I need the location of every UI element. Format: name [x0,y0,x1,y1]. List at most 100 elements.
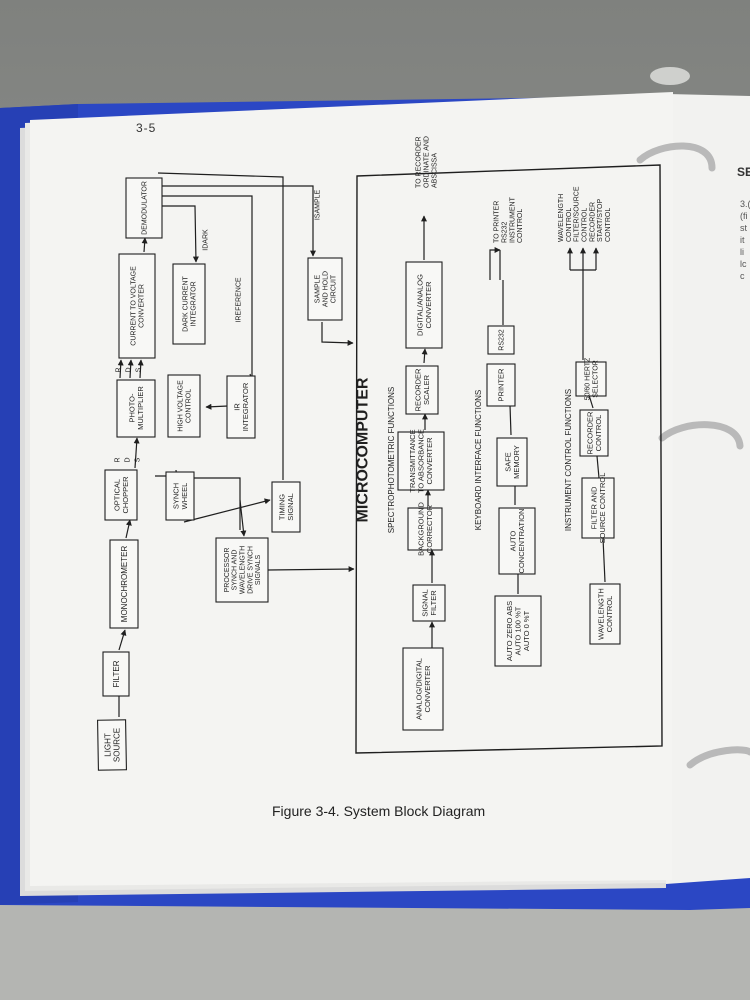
label-synch-wheel-line: SYNCH [171,483,180,509]
facing-page-title: SE [737,165,750,179]
label-signal-s-line: S [135,367,142,372]
block-current-to-voltage [118,253,156,359]
label-recorder-scaler-line: RECORDER [413,368,422,412]
facing-page-fragment: li [740,247,744,257]
block-auto-zero [494,595,542,667]
label-wavelength-control-line: CONTROL [605,596,614,633]
label-signal-d-2-line: D [124,457,131,462]
block-light-source [97,719,127,771]
block-synch-wheel [165,471,195,521]
label-i-reference-line: IREFERENCE [235,277,242,322]
block-demodulator [125,177,163,239]
label-auto-zero-line: AUTO ZERO ABS [505,601,514,661]
label-signal-s-2-line: S [134,457,141,462]
label-dark-current-integrator-line: DARK CURRENT [183,275,190,331]
label-signal-s: S [135,367,142,372]
label-auto-concentration-line: AUTO [508,530,517,551]
block-wavelength-control [589,583,621,645]
label-signal-d-line: D [125,367,132,372]
label-photomultiplier-line: MULTIPLIER [136,386,145,430]
label-light-source-line: LIGHT [103,733,112,757]
label-signal-filter-line: SIGNAL [420,589,429,617]
label-timing-signal-line: SIGNAL [286,493,295,521]
facing-page [666,94,750,884]
block-auto-concentration [498,507,536,575]
label-auto-zero-line: AUTO 0 %T [522,610,531,651]
label-signal-d-2: D [124,457,131,462]
block-da-converter [405,261,443,349]
label-recorder-scaler-line: SCALER [422,374,431,405]
label-printer-line: PRINTER [497,368,506,402]
microcomputer-frame [355,164,663,754]
label-printer-output-line: TO PRINTER [494,201,501,243]
block-processor-synch [215,537,269,603]
facing-page-fragment: (fi [740,211,748,221]
block-hertz-selector [575,361,607,397]
block-filter [102,651,130,697]
label-background-corrector-line: BACKGROUND [416,502,425,556]
keyboard-heading-line: KEYBOARD INTERFACE FUNCTIONS [474,390,483,530]
facing-page-fragment: 3.( [740,199,750,209]
instrument-heading-line: INSTRUMENT CONTROL FUNCTIONS [564,389,573,531]
block-high-voltage-control [167,374,201,438]
spectro-heading-line: SPECTROPHOTOMETRIC FUNCTIONS [387,387,396,534]
label-timing-signal-line: TIMING [277,494,286,520]
block-background-corrector [407,507,443,551]
block-monochrometer [109,539,139,629]
label-transmittance-converter-line: TRANSMITTANCE [408,429,417,492]
label-demodulator: DEMODULATOR [141,181,148,235]
label-ad-converter-line: ANALOG/DIGITAL [414,658,423,720]
label-recorder-output-line: ORDINATE AND [423,136,430,188]
label-printer-output-line: INSTRUMENT [509,196,516,243]
label-transmittance-converter-line: TO ABSORBANCE [417,429,426,493]
label-filter-source-control-line: FILTER AND [589,486,598,529]
label-recorder-control-line: RECORDER [585,411,594,455]
label-instrument-output-line: CONTROL [566,208,573,242]
label-filter-line: FILTER [112,660,121,687]
label-recorder-output-line: ABSCISSA [431,153,438,188]
label-rs232-line: RS232 [498,329,505,351]
label-processor-synch-line: PROCESSOR [224,548,231,593]
label-hertz-selector-line: 50/60 HERTZ [585,357,592,400]
facing-page-fragment: st [740,223,748,233]
label-rs232: RS232 [498,329,505,351]
block-dark-current-integrator [172,263,206,345]
block-printer [486,363,516,407]
binder-rings [636,142,750,769]
page-number: 3-5 [136,121,157,135]
label-filter-source-control-line: SOURCE CONTROL [598,473,607,544]
label-ir-integrator-line: IR [232,403,241,411]
instrument-heading: INSTRUMENT CONTROL FUNCTIONS [564,389,573,531]
label-processor-synch-line: WAVELENGTH [239,546,246,594]
label-demodulator-line: DEMODULATOR [141,181,148,235]
label-optical-chopper-line: OPTICAL [112,479,121,511]
label-signal-r-line: R [115,367,122,372]
label-background-corrector-line: CORRECTOR [425,504,434,553]
label-signal-d: D [125,367,132,372]
label-instrument-output-line: RECORDER [589,202,596,242]
label-processor-synch-line: DRIVE SYNCH [247,546,254,594]
label-printer: PRINTER [497,368,506,402]
label-current-to-voltage-line: CURRENT TO VOLTAGE [131,266,138,346]
